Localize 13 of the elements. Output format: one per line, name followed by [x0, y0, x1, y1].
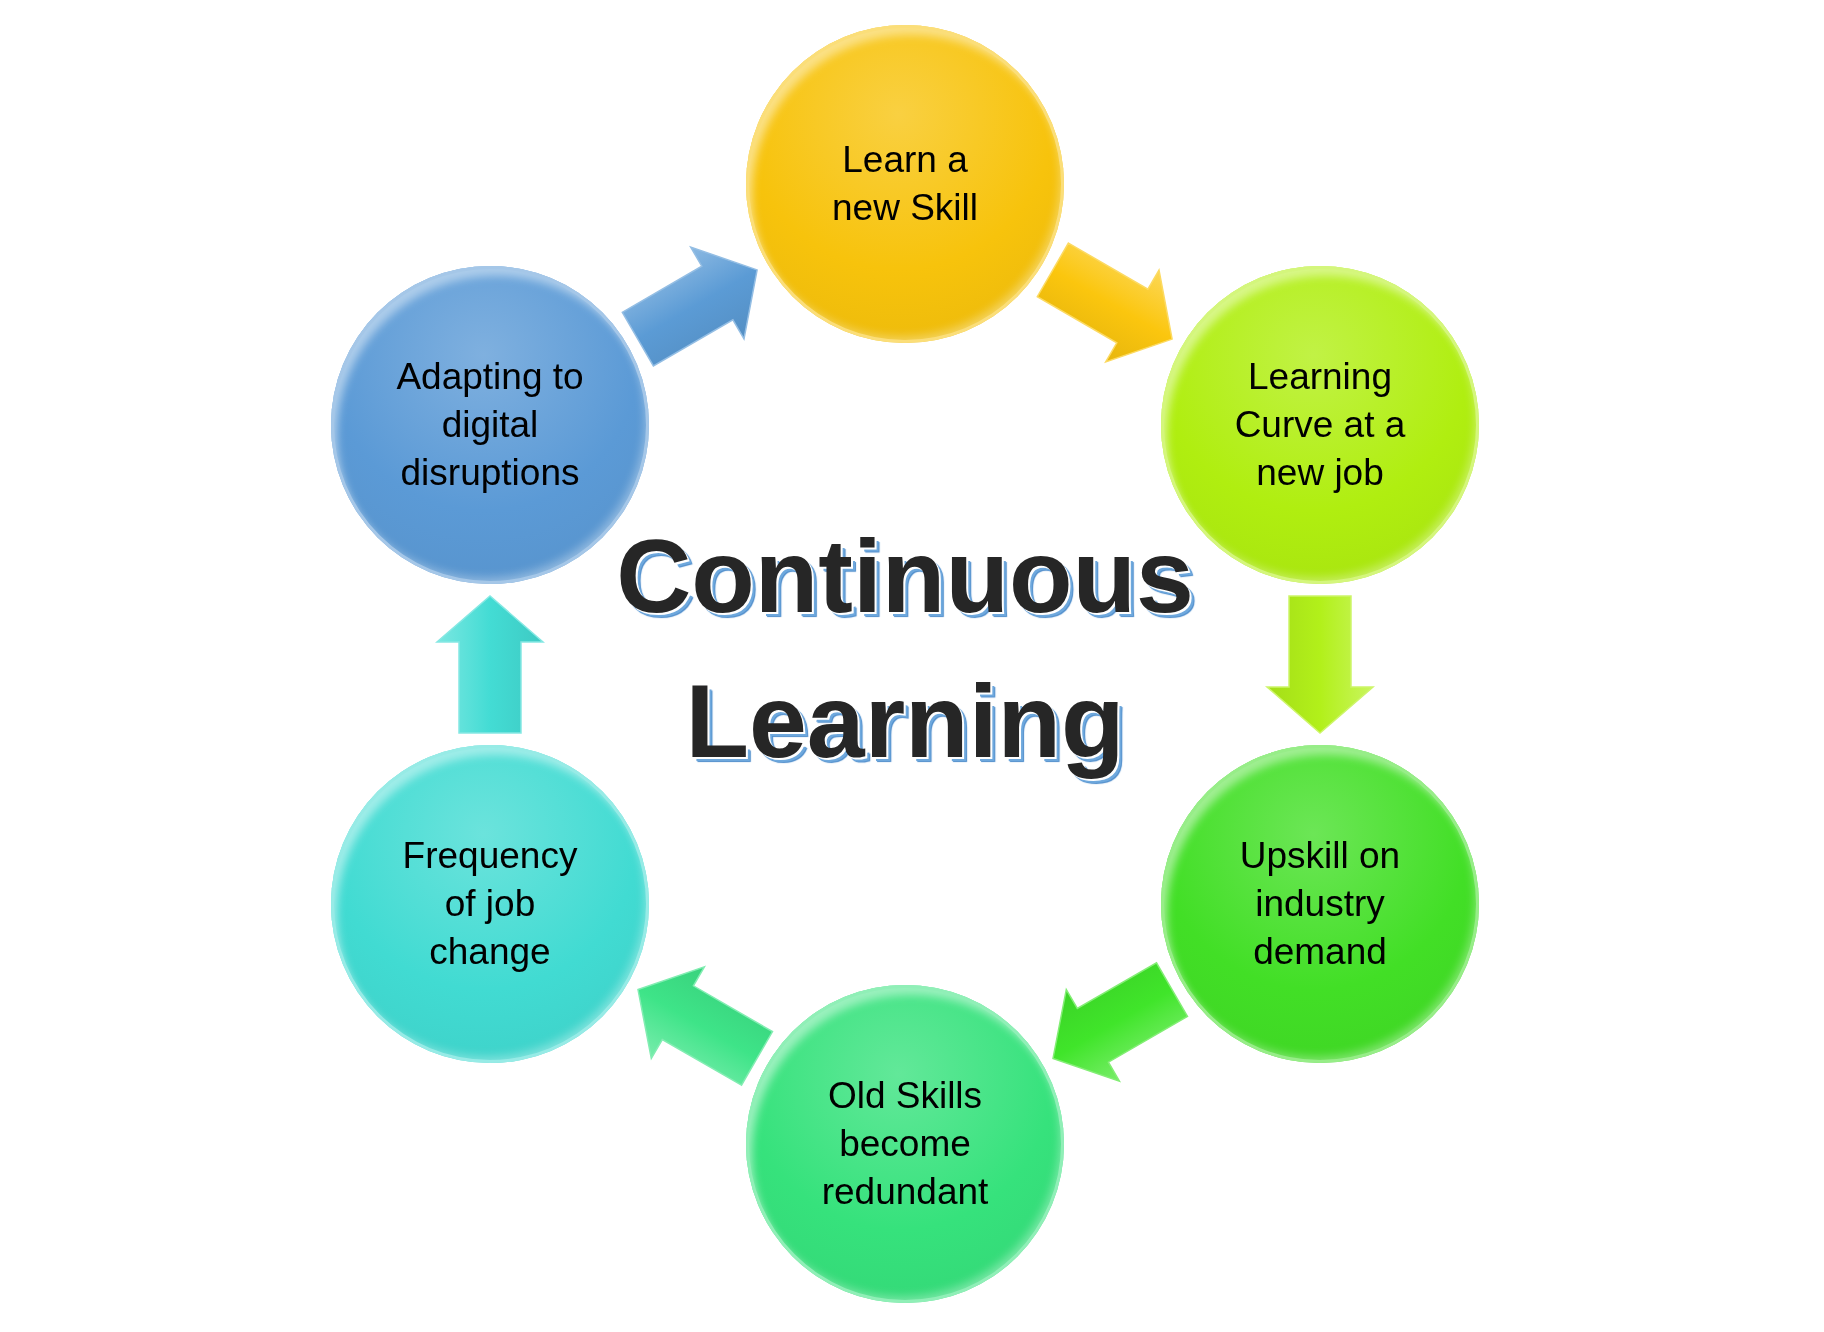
diagram-title: Continuous Learning — [615, 517, 1195, 781]
step-label: Adapting to digital disruptions — [395, 355, 585, 495]
block-arrow — [1052, 961, 1189, 1083]
block-arrow — [621, 245, 758, 367]
step-label: Learn a new Skill — [831, 138, 979, 230]
block-arrow — [435, 595, 545, 734]
step-label: Old Skills become redundant — [820, 1074, 990, 1214]
block-arrow — [637, 965, 774, 1087]
step-label: Frequency of job change — [401, 834, 579, 974]
block-arrow — [1265, 595, 1375, 734]
block-arrow — [1036, 242, 1173, 364]
step-label: Learning Curve at a new job — [1233, 355, 1407, 495]
step-label: Upskill on industry demand — [1238, 834, 1402, 974]
